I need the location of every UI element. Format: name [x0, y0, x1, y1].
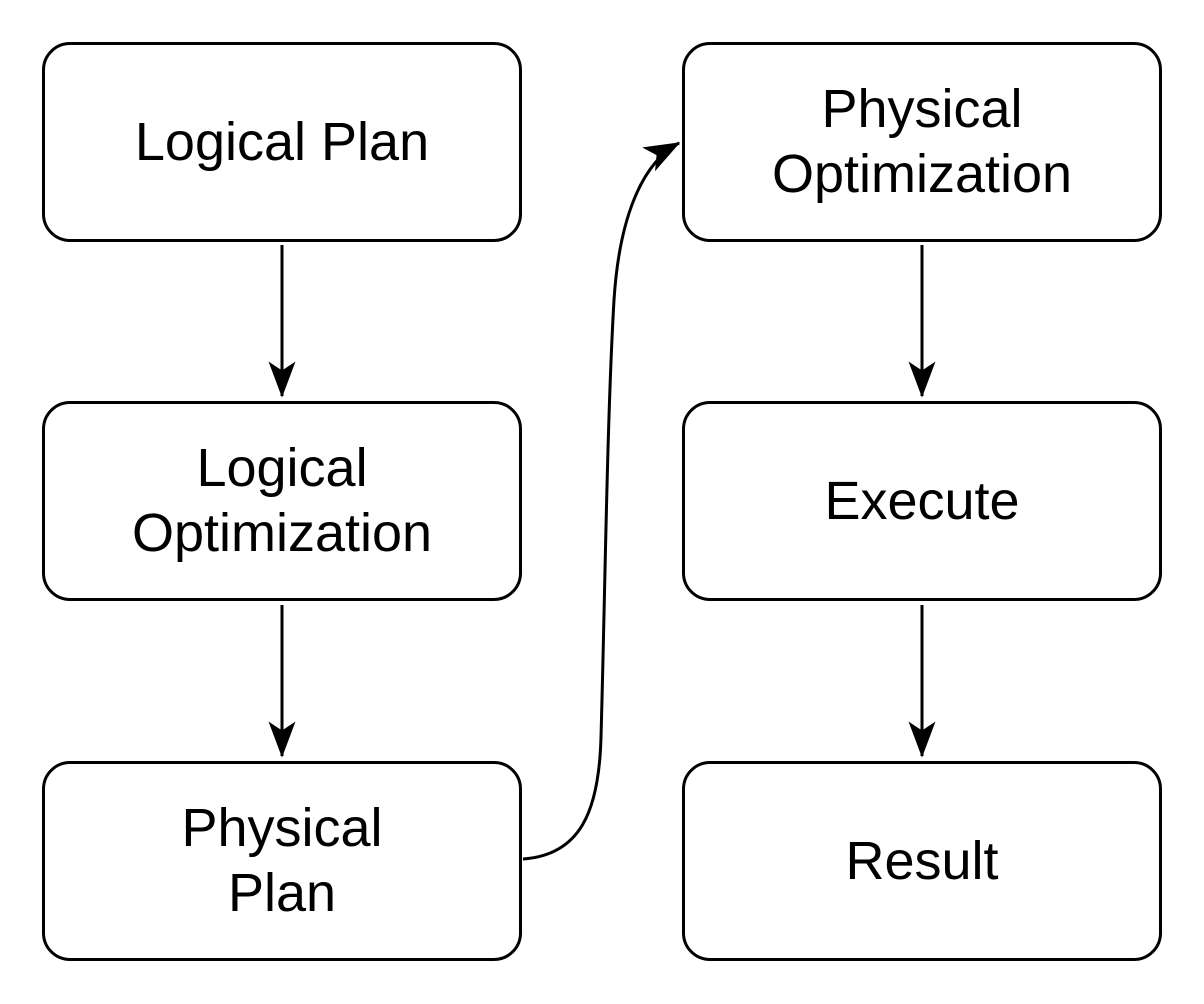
- node-logical-plan: Logical Plan: [42, 42, 522, 242]
- node-logical-optimization-label: Logical Optimization: [131, 438, 433, 563]
- node-physical-plan-label: Physical Plan: [181, 798, 383, 923]
- node-result-label: Result: [845, 830, 999, 891]
- node-execute-label: Execute: [824, 470, 1020, 531]
- node-physical-plan: Physical Plan: [42, 761, 522, 961]
- node-execute: Execute: [682, 401, 1162, 601]
- node-physical-optimization-label: Physical Optimization: [771, 79, 1073, 204]
- node-logical-plan-label: Logical Plan: [134, 111, 430, 172]
- node-logical-optimization: Logical Optimization: [42, 401, 522, 601]
- node-physical-optimization: Physical Optimization: [682, 42, 1162, 242]
- node-result: Result: [682, 761, 1162, 961]
- edge-physical-plan-to-physical-optimization: [522, 141, 681, 861]
